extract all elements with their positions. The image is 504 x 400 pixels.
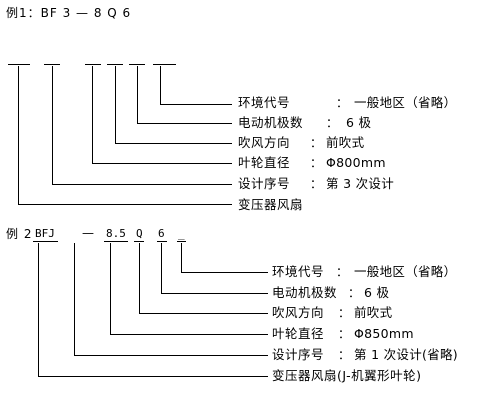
ex2-row3-label: 吹风方向 [272,305,325,320]
ex1-row3-value: 前吹式 [326,135,365,150]
ex1-row1-label: 环境代号 [238,95,291,110]
ex2-row2-value: 6 极 [364,285,390,300]
ex2-code-dash: — [82,226,94,240]
ex1-row3-colon: ： [310,136,323,150]
example1-header: 例1：BF 3 — 8 Q 6 [6,6,132,20]
ex1-row3-label: 吹风方向 [238,135,291,150]
ex2-row1-label: 环境代号 [272,264,325,279]
ex2-code-series: BFJ [35,227,55,240]
ex2-row2-colon: ： [348,286,361,300]
ex2-row2-label: 电动机极数 [272,285,338,300]
ex2-row4-value: Φ850mm [354,326,414,341]
ex2-row6-label: 变压器风扇(J-机翼形叶轮) [272,368,422,383]
ex1-row4-label: 叶轮直径 [238,155,291,170]
ex2-row4-colon: ： [338,327,351,341]
ex2-row1-colon: ： [336,265,349,279]
ex2-row4-label: 叶轮直径 [272,326,325,341]
ex2-row3-value: 前吹式 [354,305,393,320]
ex2-row3-colon: ： [338,306,351,320]
ex1-row5-colon: ： [310,177,323,191]
example2-prefix: 例 2 [6,227,33,241]
ex1-row2-label: 电动机极数 [238,115,304,130]
ex1-row4-colon: ： [310,156,323,170]
ex1-row4-value: Φ800mm [326,155,386,170]
ex2-code-diameter: 8.5 [106,227,126,240]
ex1-row2-value: 6 极 [346,115,372,130]
ex1-row1-colon: ： [336,96,349,110]
ex1-row6-label: 变压器风扇 [238,197,304,212]
ex2-code-direction: Q [136,227,143,240]
ex2-row5-label: 设计序号 [272,347,325,362]
ex2-code-env: _ [178,227,185,240]
ex2-row5-value: 第 1 次设计(省略) [354,347,458,362]
ex2-row1-value: 一般地区（省略） [354,264,457,279]
ex1-row1-value: 一般地区（省略） [354,95,457,110]
ex1-row2-colon: ： [326,116,339,130]
ex1-row5-label: 设计序号 [238,176,291,191]
ex1-row5-value: 第 3 次设计 [326,176,394,191]
ex2-row5-colon: ： [338,348,351,362]
ex2-code-poles: 6 [158,227,165,240]
